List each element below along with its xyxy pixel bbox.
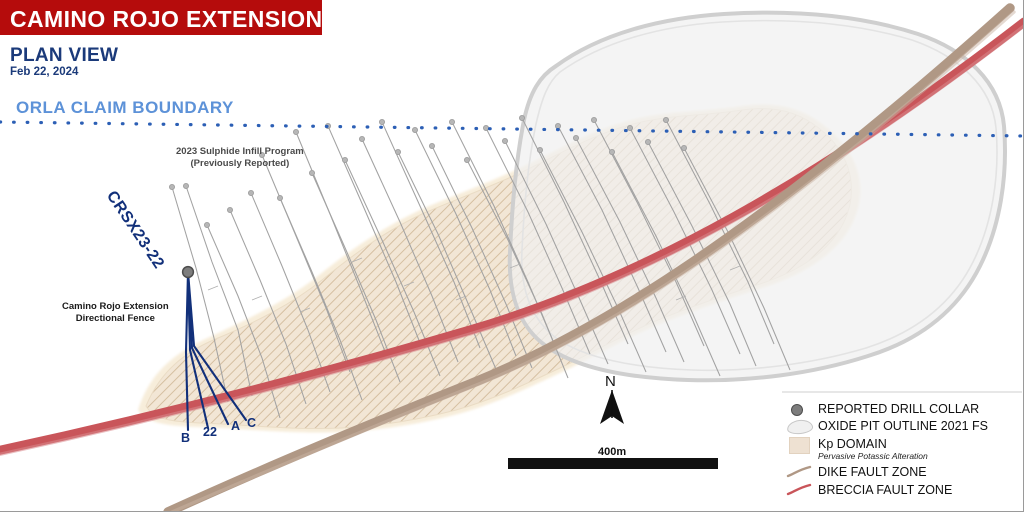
infill-program-line1: 2023 Sulphide Infill Program [176, 146, 304, 157]
breccia-fault-icon [786, 482, 812, 498]
page-title: PLAN VIEW [10, 45, 119, 66]
drill-collar-icon [786, 401, 812, 417]
fan-label-22: 22 [203, 425, 217, 439]
north-arrow-icon [600, 390, 624, 424]
dike-fault-zone [163, 3, 1016, 511]
directional-fence-annotation: Camino Rojo Extension Directional Fence [62, 301, 169, 325]
infill-program-line2: (Previously Reported) [190, 158, 290, 169]
north-arrow-label: N [605, 373, 616, 390]
title-banner [0, 0, 322, 35]
pit-outline-icon [786, 418, 814, 436]
legend-label-pit-outline: OXIDE PIT OUTLINE 2021 FS [818, 419, 988, 434]
legend-label-drill-collar: REPORTED DRILL COLLAR [818, 401, 980, 416]
plan-date: Feb 22, 2024 [10, 66, 79, 78]
legend-item-breccia-fault: BRECCIA FAULT ZONE [786, 481, 1016, 499]
legend-sublabel-kp-domain: Pervasive Potassic Alteration [818, 450, 928, 461]
legend-label-kp-domain: Kp DOMAIN [818, 436, 887, 451]
banner-title: CAMINO ROJO EXTENSION [10, 6, 323, 32]
fence-line1: Camino Rojo Extension [62, 301, 169, 312]
legend-item-drill-collar: REPORTED DRILL COLLAR [786, 400, 1016, 418]
legend: REPORTED DRILL COLLAR OXIDE PIT OUTLINE … [786, 400, 1016, 499]
legend-label-dike-fault: DIKE FAULT ZONE [818, 465, 927, 480]
legend-item-dike-fault: DIKE FAULT ZONE [786, 464, 1016, 482]
scale-bar [508, 458, 718, 469]
claim-boundary-label: ORLA CLAIM BOUNDARY [16, 98, 234, 117]
kp-domain-icon [786, 436, 812, 454]
scale-bar-label: 400m [598, 446, 627, 458]
legend-label-breccia-fault: BRECCIA FAULT ZONE [818, 482, 953, 497]
pit-outline [507, 10, 1007, 383]
crsx23-22-collar [181, 265, 195, 279]
legend-item-pit-outline: OXIDE PIT OUTLINE 2021 FS [786, 418, 1016, 436]
fan-label-b: B [181, 431, 191, 445]
dike-fault-icon [786, 464, 812, 480]
directional-fence-traces [184, 270, 248, 432]
fan-label-a: A [231, 419, 241, 433]
fan-label-c: C [247, 416, 257, 430]
legend-item-kp-domain: Kp DOMAIN [786, 435, 1016, 454]
infill-program-annotation: 2023 Sulphide Infill Program (Previously… [176, 146, 304, 170]
drill-collars [168, 115, 688, 228]
fence-line2: Directional Fence [75, 313, 155, 324]
